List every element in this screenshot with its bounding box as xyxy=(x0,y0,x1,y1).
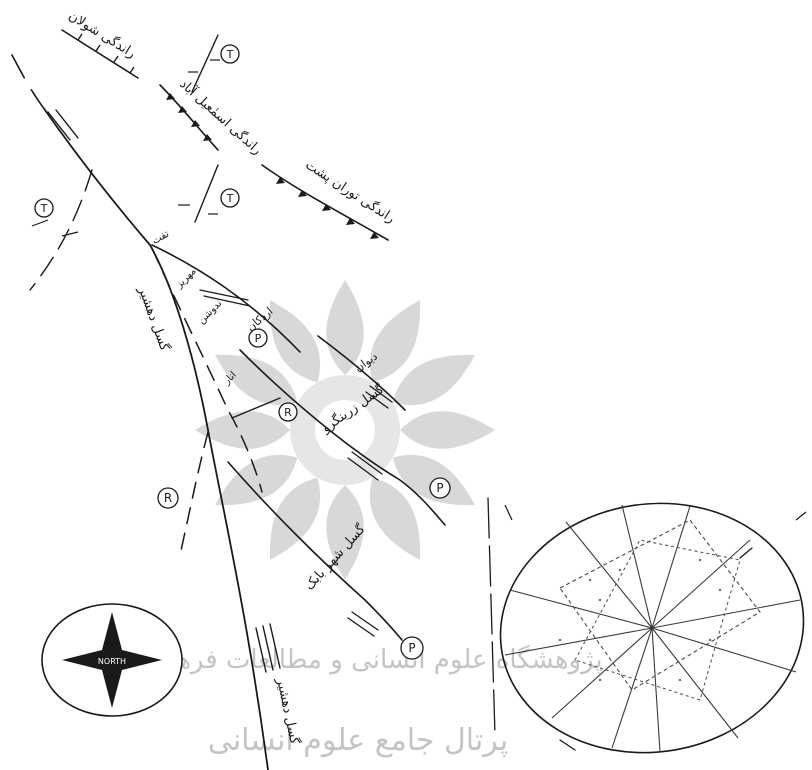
svg-text:T: T xyxy=(226,192,234,205)
svg-text:T: T xyxy=(40,202,48,215)
strain-ellipse-diagram xyxy=(484,484,812,770)
label-mehriz: مهریز xyxy=(173,266,198,291)
marker-t3: T xyxy=(35,199,53,217)
north-arrow-label: NORTH xyxy=(98,657,126,666)
label-taft: تفت xyxy=(150,229,171,247)
svg-text:P: P xyxy=(408,641,415,655)
cross-fault-t3 xyxy=(30,170,92,290)
north-arrow: NORTH xyxy=(42,604,182,716)
svg-text:R: R xyxy=(164,491,172,505)
label-nadoushan: ندوشن xyxy=(196,298,224,326)
label-dehshir-fault-upper: گسل دهشیر xyxy=(134,283,173,353)
dashed-branch-fault xyxy=(152,248,262,555)
label-touranposht-thrust: راندگی توران پشت xyxy=(302,157,397,227)
marker-p1: P xyxy=(249,329,267,347)
svg-text:T: T xyxy=(226,48,234,61)
svg-text:P: P xyxy=(436,481,443,495)
marker-r2: R xyxy=(158,488,178,508)
marker-p2: P xyxy=(430,478,450,498)
watermark-text-line2: پرتال جامع علوم انسانی xyxy=(208,723,508,758)
watermark-text-line1: پژوهشگاه علوم انسانی و مطالعات فرهنگی xyxy=(133,644,602,675)
svg-text:P: P xyxy=(255,332,262,345)
svg-text:R: R xyxy=(284,406,292,419)
cross-fault-t2 xyxy=(178,165,218,222)
label-shoulan-thrust: راندگی شولان xyxy=(66,8,139,62)
marker-t2: T xyxy=(221,189,239,207)
marker-p3: P xyxy=(401,637,423,659)
marker-t1: T xyxy=(221,45,239,63)
marker-r1: R xyxy=(279,403,297,421)
